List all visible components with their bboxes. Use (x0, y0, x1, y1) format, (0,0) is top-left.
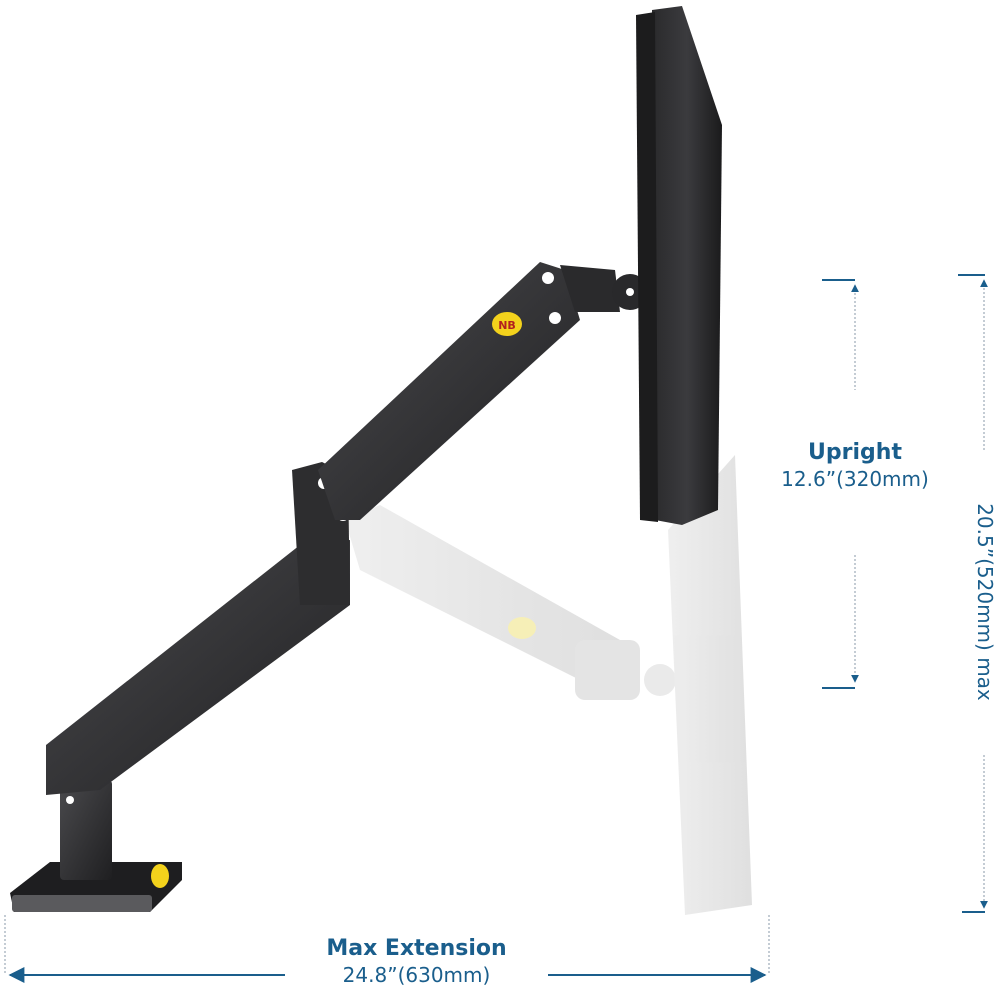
max-extension-dimension (4, 915, 770, 983)
max-extension-value: 24.8”(630mm) (342, 963, 491, 987)
lower-arm (46, 462, 350, 804)
monitor (636, 6, 722, 525)
brand-badge: NB (498, 319, 516, 332)
max-height-label: 20.5”(520mm) max (973, 503, 997, 701)
upper-arm: NB (318, 262, 648, 520)
upright-title: Upright (808, 440, 902, 465)
max-extension-title: Max Extension (326, 936, 507, 961)
max-height-dimension (958, 274, 988, 913)
upright-dimension (822, 279, 859, 689)
upright-value: 12.6”(320mm) (781, 467, 929, 491)
max-extension-label: Max Extension 24.8”(630mm) (285, 936, 548, 988)
upright-label: Upright 12.6”(320mm) (755, 440, 955, 492)
desk-clamp-base (10, 780, 182, 912)
ghost-arm-lowered (345, 455, 752, 915)
